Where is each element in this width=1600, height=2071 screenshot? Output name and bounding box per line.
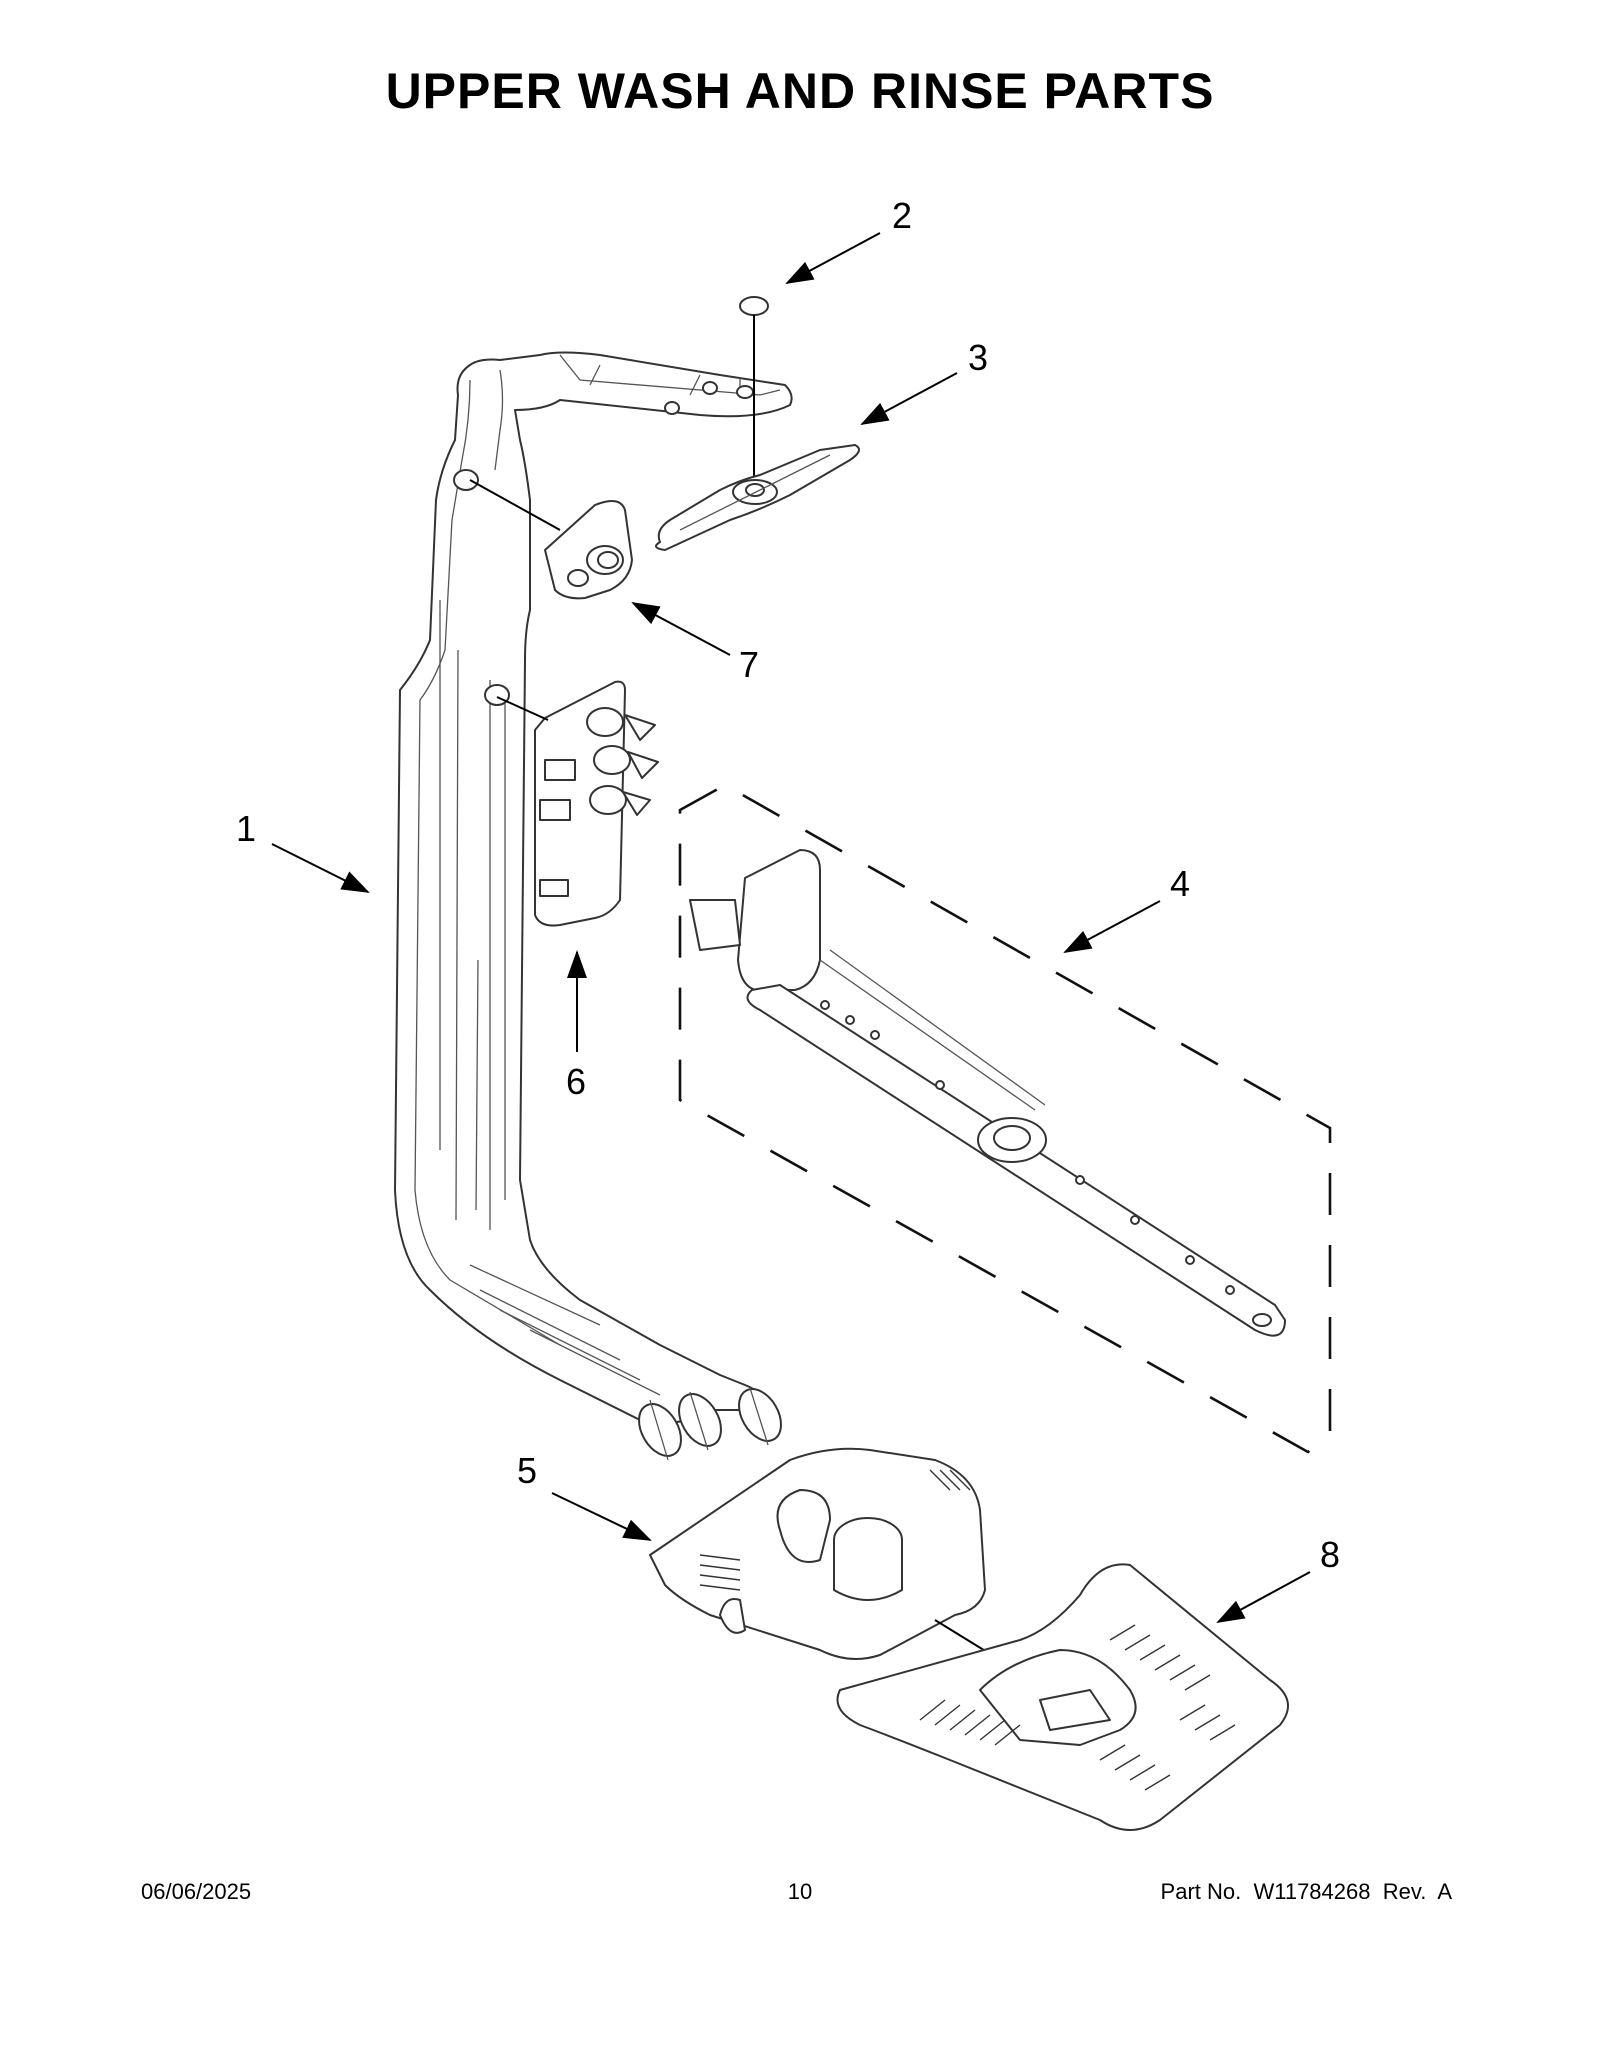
cap-screw-part (739, 296, 769, 492)
callout-label-8: 8 (1320, 1534, 1340, 1575)
callout-arrow-1 (271, 843, 370, 893)
callout-label-1: 1 (236, 808, 256, 849)
callout-label-6: 6 (566, 1061, 586, 1102)
filter-cover-part (836, 1563, 1289, 1831)
callout-arrows (271, 232, 1311, 1623)
page-title: UPPER WASH AND RINSE PARTS (385, 63, 1215, 119)
callout-label-3: 3 (968, 337, 988, 378)
spray-arm-assembly-part (678, 783, 1332, 1454)
conduit-manifold-part (394, 351, 793, 1461)
footer-part-number: Part No. W11784268 Rev. A (1160, 1879, 1452, 1904)
callout-arrow-4 (1063, 900, 1161, 953)
footer-date: 06/06/2025 (141, 1879, 252, 1904)
footer-page-number: 10 (787, 1879, 813, 1904)
callout-arrow-7 (631, 602, 731, 656)
callout-label-7: 7 (739, 644, 759, 685)
valve-assembly-part (496, 680, 659, 927)
diverter-bracket-part (469, 479, 633, 600)
callout-label-5: 5 (517, 1450, 537, 1491)
callout-arrow-2 (785, 232, 881, 284)
callout-arrow-3 (860, 372, 958, 425)
callout-arrow-8 (1216, 1571, 1311, 1623)
callout-numbers: 1 2 3 4 5 6 7 8 (236, 195, 1340, 1575)
pump-housing-part (649, 1447, 1001, 1661)
callout-arrow-5 (551, 1492, 652, 1541)
upper-spray-arm-part (655, 444, 860, 551)
callout-label-4: 4 (1170, 863, 1190, 904)
callout-label-2: 2 (892, 195, 912, 236)
